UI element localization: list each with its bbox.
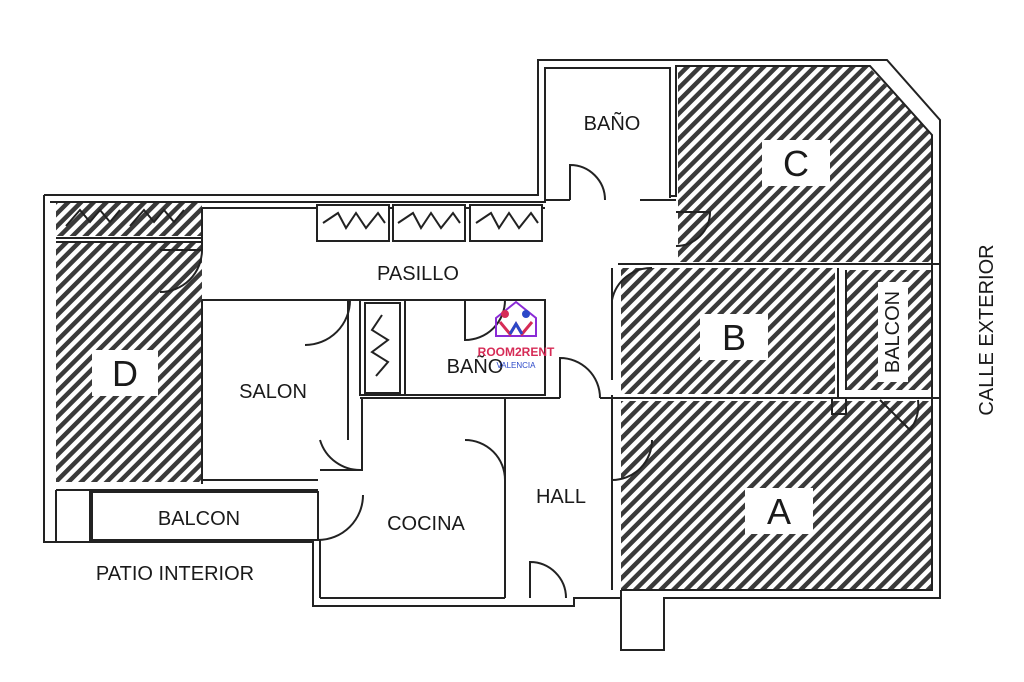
label-patio: PATIO INTERIOR	[96, 563, 254, 585]
logo-sub: VALENCIA	[497, 361, 537, 370]
label-bano-mid: BAÑO	[447, 354, 504, 378]
label-bedroom-d: D	[112, 353, 138, 394]
wardrobe-4	[364, 302, 401, 394]
label-balcon-right: BALCON	[882, 291, 904, 373]
label-bedroom-b: B	[722, 317, 746, 358]
logo-house-icon	[495, 300, 537, 337]
label-bedroom-c: C	[783, 143, 809, 184]
label-cocina: COCINA	[387, 513, 465, 535]
room-d-top-strip	[56, 202, 202, 236]
hatched-areas	[56, 66, 932, 589]
label-bedroom-a: A	[767, 491, 791, 532]
bedroom-label-boxes	[92, 140, 908, 534]
label-salon: SALON	[239, 381, 307, 403]
wardrobe-2	[392, 204, 466, 242]
wardrobe-1	[316, 204, 390, 242]
label-pasillo: PASILLO	[377, 263, 459, 285]
logo-name: ROOM2RENT	[478, 345, 555, 359]
wardrobe-3	[469, 204, 543, 242]
label-balcon-left: BALCON	[158, 508, 240, 530]
room2rent-logo: ROOM2RENT VALENCIA	[478, 300, 555, 370]
label-calle: CALLE EXTERIOR	[976, 244, 998, 415]
wardrobes	[56, 204, 543, 394]
label-hall: HALL	[536, 486, 586, 508]
doors	[159, 163, 920, 599]
label-bano-top: BAÑO	[584, 111, 641, 135]
